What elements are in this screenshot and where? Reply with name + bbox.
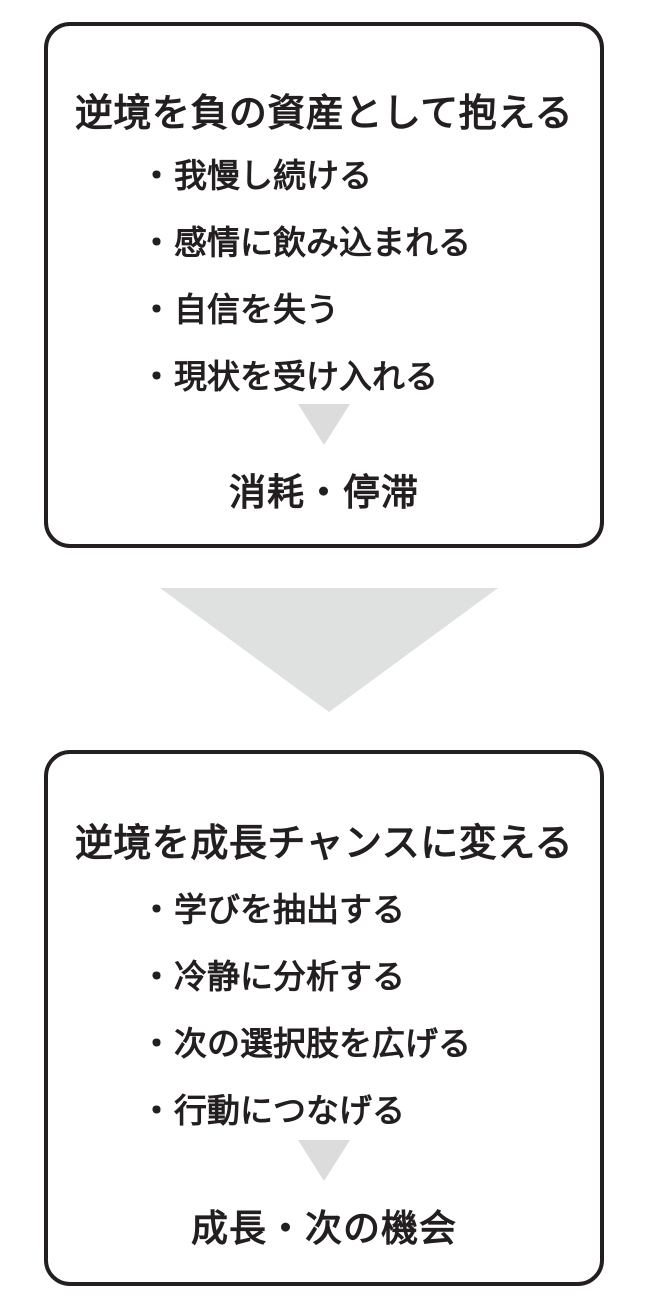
bullet-dot-icon: ・ — [140, 958, 173, 995]
list-item-label: 行動につなげる — [174, 1092, 405, 1129]
list-item: ・ 学びを抽出する — [48, 876, 600, 943]
list-item: ・ 次の選択肢を広げる — [48, 1010, 600, 1077]
list-item: ・ 我慢し続ける — [48, 142, 600, 209]
panel-adversity-growth: 逆境を成長チャンスに変える ・ 学びを抽出する ・ 冷静に分析する ・ 次の選択… — [44, 750, 604, 1286]
list-item-label: 現状を受け入れる — [174, 358, 438, 395]
bullet-dot-icon: ・ — [140, 291, 173, 328]
panel-adversity-growth-title: 逆境を成長チャンスに変える — [74, 822, 574, 865]
list-item: ・ 冷静に分析する — [48, 943, 600, 1010]
panel-adversity-burden-bullet-list: ・ 我慢し続ける ・ 感情に飲み込まれる ・ 自信を失う ・ 現状を受け入れる — [48, 142, 600, 410]
list-item: ・ 自信を失う — [48, 276, 600, 343]
bullet-dot-icon: ・ — [140, 891, 173, 928]
list-item-label: 冷静に分析する — [174, 958, 405, 995]
bullet-dot-icon: ・ — [140, 358, 173, 395]
panel-adversity-burden: 逆境を負の資産として抱える ・ 我慢し続ける ・ 感情に飲み込まれる ・ 自信を… — [44, 22, 604, 548]
triangle-down-icon — [298, 404, 350, 445]
list-item-label: 自信を失う — [174, 291, 339, 328]
list-item: ・ 感情に飲み込まれる — [48, 209, 600, 276]
bullet-dot-icon: ・ — [140, 1092, 173, 1129]
list-item-label: 次の選択肢を広げる — [174, 1025, 471, 1062]
panel-adversity-burden-outcome: 消耗・停滞 — [229, 472, 419, 513]
list-item-label: 感情に飲み込まれる — [174, 224, 471, 261]
list-item: ・ 現状を受け入れる — [48, 343, 600, 410]
panel-adversity-growth-bullet-list: ・ 学びを抽出する ・ 冷静に分析する ・ 次の選択肢を広げる ・ 行動につなげ… — [48, 876, 600, 1144]
panel-adversity-growth-outcome: 成長・次の機会 — [191, 1208, 457, 1249]
large-triangle-down-icon — [160, 588, 498, 712]
list-item-label: 学びを抽出する — [174, 891, 405, 928]
bullet-dot-icon: ・ — [140, 157, 173, 194]
list-item-label: 我慢し続ける — [174, 157, 372, 194]
list-item: ・ 行動につなげる — [48, 1077, 600, 1144]
triangle-down-icon — [298, 1140, 350, 1181]
bullet-dot-icon: ・ — [140, 224, 173, 261]
panel-adversity-burden-title: 逆境を負の資産として抱える — [74, 92, 574, 135]
bullet-dot-icon: ・ — [140, 1025, 173, 1062]
